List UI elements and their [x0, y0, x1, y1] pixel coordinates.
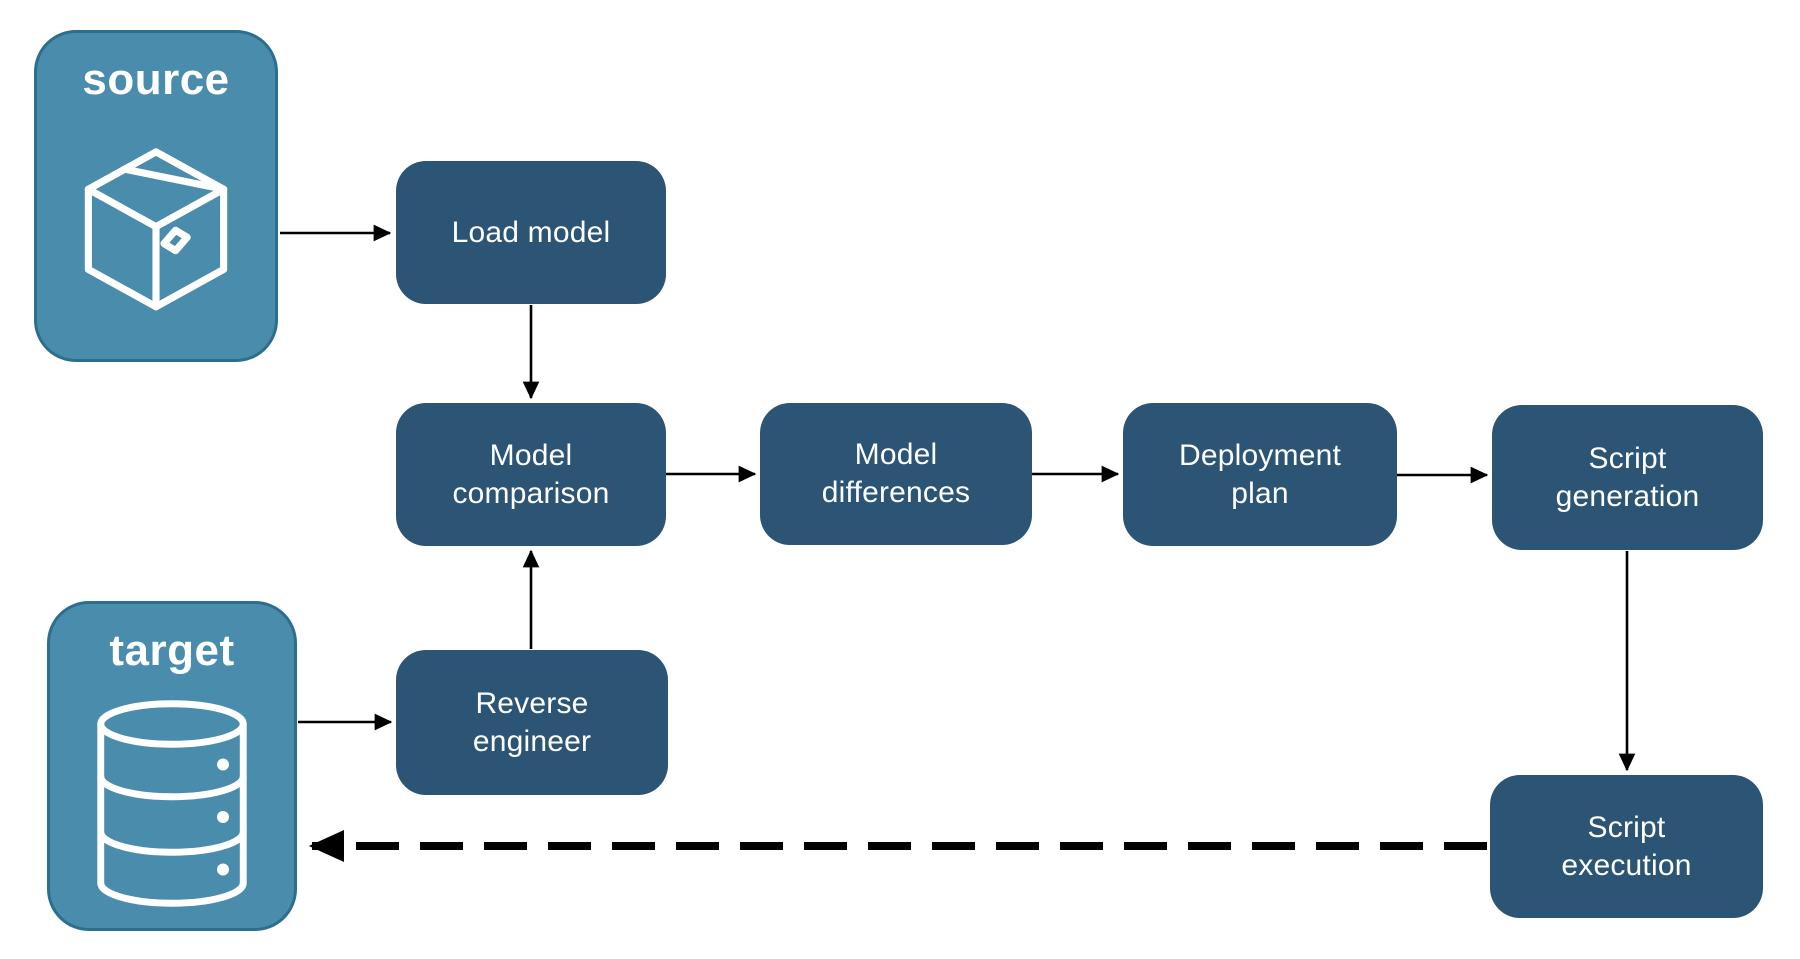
- node-model-comparison-label: Model comparison: [452, 438, 610, 510]
- node-script-execution: Script execution: [1490, 775, 1763, 918]
- node-model-differences-label: Model differences: [821, 438, 971, 509]
- database-icon: [97, 676, 247, 928]
- package-icon: [67, 105, 245, 359]
- node-script-execution-label: Script execution: [1561, 810, 1692, 882]
- node-model-comparison: Model comparison: [396, 403, 666, 546]
- node-model-differences: Model differences: [760, 403, 1032, 545]
- node-load-model-label: Load model: [451, 215, 611, 249]
- node-deployment-plan-label: Deployment plan: [1178, 438, 1342, 510]
- source-label: source: [82, 55, 230, 104]
- source-container: source: [34, 30, 278, 362]
- node-script-generation: Script generation: [1492, 405, 1763, 550]
- node-reverse-engineer-label: Reverse engineer: [472, 686, 592, 758]
- target-label: target: [109, 626, 235, 675]
- node-script-generation-label: Script generation: [1555, 441, 1700, 513]
- node-load-model: Load model: [396, 161, 666, 304]
- node-reverse-engineer: Reverse engineer: [396, 650, 668, 795]
- node-deployment-plan: Deployment plan: [1123, 403, 1397, 546]
- target-container: target: [47, 601, 297, 931]
